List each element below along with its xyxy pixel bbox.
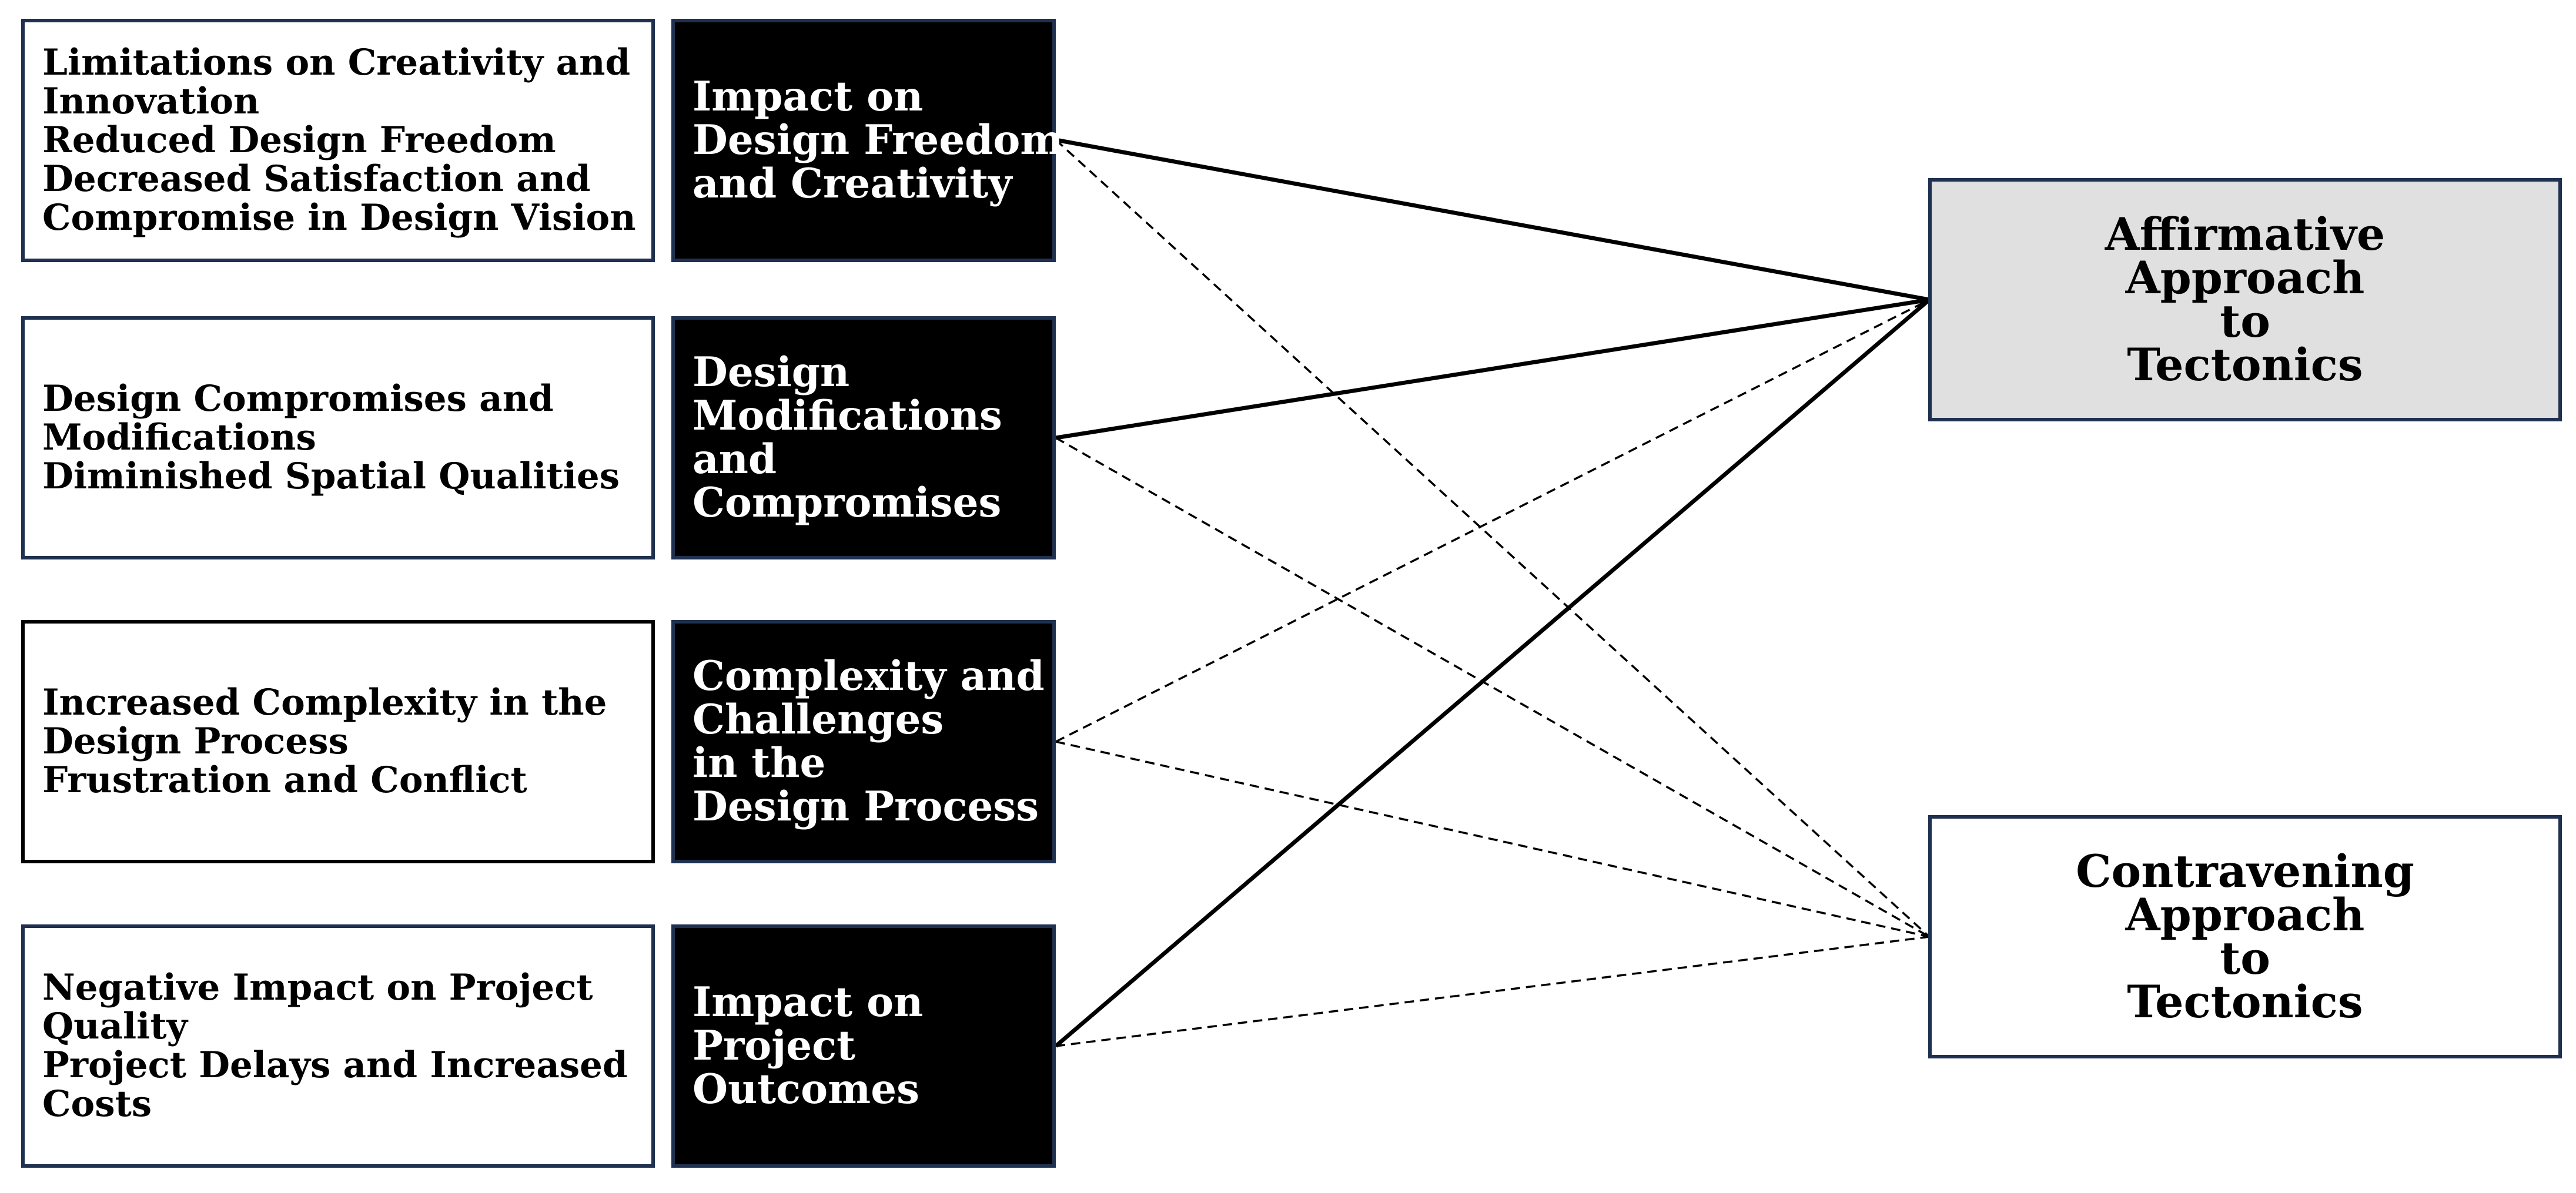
effect-line: Diminished Spatial Qualities (42, 455, 620, 497)
theme-box-design-freedom: Impact on Design Freedom and Creativity (671, 19, 1063, 262)
theme-line: Impact on (692, 978, 924, 1026)
approach-line: Tectonics (2127, 339, 2363, 391)
approach-line: Approach (2125, 252, 2365, 304)
theme-line: Design Freedom (692, 116, 1063, 164)
theme-line: and Creativity (692, 160, 1012, 207)
theme-line: and (692, 435, 777, 483)
effect-line: Design Process (42, 721, 349, 762)
approach-line: Tectonics (2127, 976, 2363, 1028)
approach-text: Contravening Approach to Tectonics (2076, 845, 2414, 1028)
effect-text: Negative Impact on Project Quality Proje… (42, 969, 628, 1124)
theme-line: Outcomes (692, 1065, 919, 1113)
affirmative-approach-box: Affirmative Approach to Tectonics (1928, 178, 2562, 421)
effect-line: Innovation (42, 81, 260, 122)
theme-text: Impact on Design Freedom and Creativity (692, 75, 1063, 206)
effect-text: Design Compromises and Modifications Dim… (42, 380, 620, 496)
effect-line: Reduced Design Freedom (42, 119, 556, 161)
effect-line: Modifications (42, 417, 316, 458)
connector-modifications-to-contravening (1055, 437, 1930, 938)
theme-text: Design Modifications and Compromises (692, 351, 1002, 525)
contravening-approach-box: Contravening Approach to Tectonics (1928, 815, 2562, 1058)
effect-line: Quality (42, 1006, 188, 1047)
approach-line: to (2220, 932, 2270, 984)
theme-line: in the (692, 739, 826, 787)
theme-line: Compromises (692, 479, 1002, 527)
effect-box-outcomes: Negative Impact on Project Quality Proje… (21, 924, 655, 1168)
theme-text: Complexity and Challenges in the Design … (692, 655, 1045, 829)
approach-line: Affirmative (2105, 208, 2386, 260)
effect-line: Decreased Satisfaction and (42, 158, 591, 200)
connector-complexity-to-contravening (1055, 740, 1930, 938)
effect-line: Compromise in Design Vision (42, 197, 636, 239)
effect-line: Frustration and Conflict (42, 759, 527, 801)
connector-outcomes-to-affirmative (1054, 298, 1931, 1048)
effect-box-complexity: Increased Complexity in the Design Proce… (21, 620, 655, 863)
theme-line: Design (692, 348, 850, 396)
effect-line: Negative Impact on Project (42, 967, 593, 1008)
theme-box-modifications: Design Modifications and Compromises (671, 316, 1056, 559)
approach-line: to (2220, 295, 2270, 347)
theme-box-complexity: Complexity and Challenges in the Design … (671, 620, 1056, 863)
theme-box-outcomes: Impact on Project Outcomes (671, 924, 1056, 1168)
effect-line: Costs (42, 1083, 152, 1125)
connector-outcomes-to-contravening (1055, 936, 1930, 1047)
connector-modifications-to-affirmative (1055, 297, 1930, 440)
effect-line: Increased Complexity in the (42, 682, 607, 723)
effect-text: Increased Complexity in the Design Proce… (42, 683, 607, 800)
effect-box-modifications: Design Compromises and Modifications Dim… (21, 316, 655, 559)
theme-line: Challenges (692, 696, 944, 743)
approach-text: Affirmative Approach to Tectonics (2105, 208, 2386, 391)
theme-line: Complexity and (692, 652, 1045, 700)
theme-line: Project (692, 1022, 856, 1070)
connector-design-freedom-to-contravening (1055, 139, 1931, 938)
effect-line: Limitations on Creativity and (42, 42, 631, 83)
effect-line: Project Delays and Increased (42, 1044, 628, 1086)
connector-design-freedom-to-affirmative (1055, 138, 1930, 302)
effect-text: Limitations on Creativity and Innovation… (42, 43, 636, 237)
theme-line: Design Process (692, 783, 1039, 830)
approach-line: Contravening (2076, 845, 2414, 897)
effect-line: Design Compromises and (42, 378, 554, 420)
theme-text: Impact on Project Outcomes (692, 981, 923, 1111)
connector-complexity-to-affirmative (1055, 299, 1930, 743)
approach-line: Approach (2125, 889, 2365, 941)
theme-line: Modifications (692, 392, 1002, 440)
theme-line: Impact on (692, 73, 924, 120)
effect-box-design-freedom: Limitations on Creativity and Innovation… (21, 19, 655, 262)
